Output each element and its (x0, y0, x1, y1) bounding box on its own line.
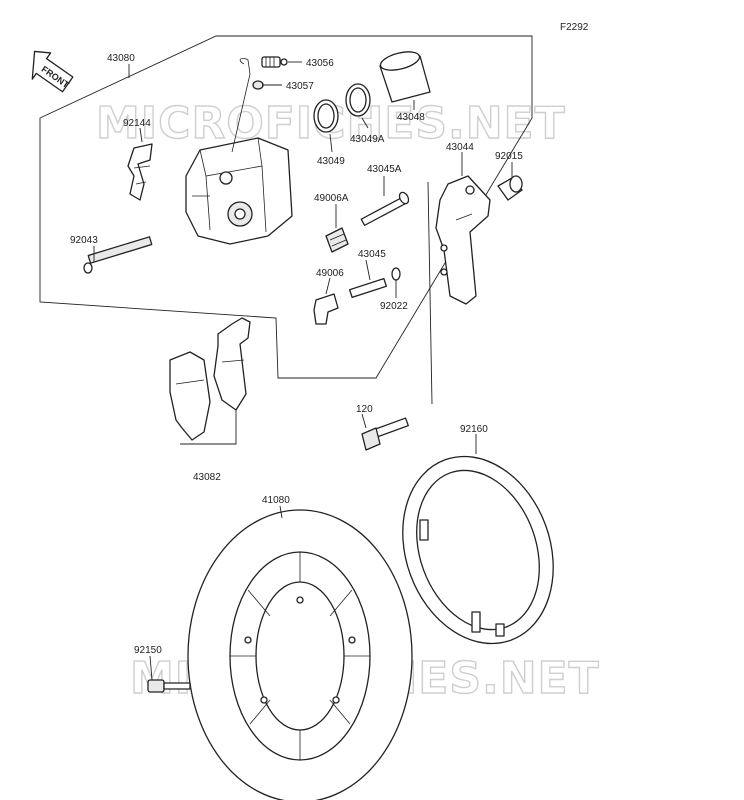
part-label-43057: 43057 (286, 81, 314, 92)
part-label-120: 120 (356, 404, 373, 415)
part-label-92043: 92043 (70, 235, 98, 246)
piston (379, 51, 431, 103)
bleed-cap (252, 80, 264, 90)
part-label-92015: 92015 (495, 151, 523, 162)
front-arrow-icon: FRONT (31, 50, 74, 93)
slide-pin-a (360, 191, 410, 226)
part-label-43056: 43056 (306, 58, 334, 69)
part-label-43048: 43048 (397, 112, 425, 123)
brake-pad-inner (169, 351, 211, 441)
part-label-49006: 49006 (316, 268, 344, 279)
part-label-43045A: 43045A (367, 164, 402, 175)
pad-pin (83, 236, 153, 274)
collar (497, 175, 523, 201)
brake-disc (187, 509, 413, 800)
part-label-43049A: 43049A (350, 134, 385, 145)
part-label-43045: 43045 (358, 249, 386, 260)
part-label-43044: 43044 (446, 142, 474, 153)
bleed-valve (261, 56, 288, 68)
brake-pad-outer (213, 317, 251, 411)
pin-boot (313, 293, 339, 325)
part-label-41080: 41080 (262, 495, 290, 506)
slide-pin (348, 277, 388, 299)
part-label-43049: 43049 (317, 156, 345, 167)
part-label-92022: 92022 (380, 301, 408, 312)
o-ring (391, 267, 401, 281)
disc-guard-ring (402, 455, 554, 645)
part-label-43080: 43080 (107, 53, 135, 64)
caliper-assembly-outline (39, 35, 533, 379)
pad-spring (127, 143, 153, 201)
part-label-92160: 92160 (460, 424, 488, 435)
bracket-bolt (361, 417, 409, 451)
disc-bolt (147, 679, 191, 693)
pin-boot-a (325, 227, 349, 253)
caliper-bracket (435, 175, 491, 305)
part-label-49006A: 49006A (314, 193, 349, 204)
part-label-92144: 92144 (123, 118, 151, 129)
part-label-92150: 92150 (134, 645, 162, 656)
diagram-code: F2292 (560, 22, 589, 33)
part-label-43082: 43082 (193, 472, 221, 483)
caliper-body (185, 137, 293, 245)
